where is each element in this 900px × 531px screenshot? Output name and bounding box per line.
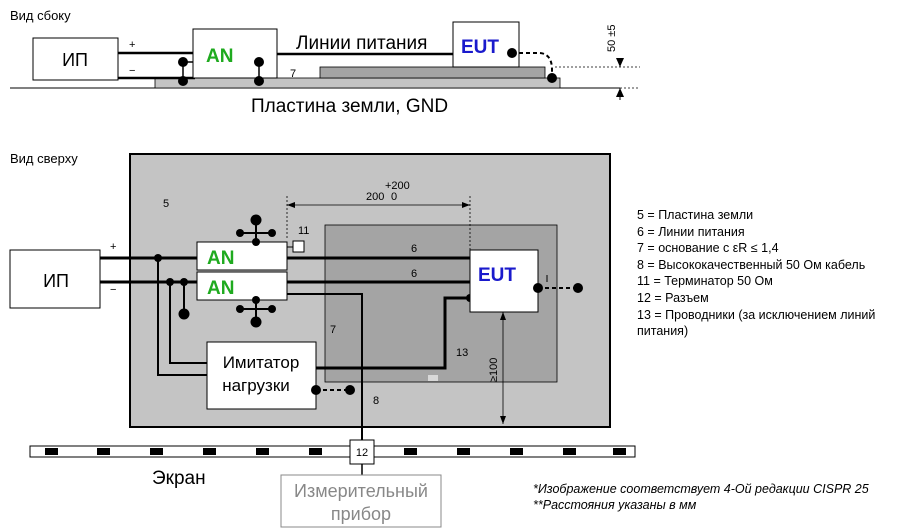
top-plus-sign: + [110,241,116,253]
top-eut-box [469,249,539,313]
top-screen-wall [29,445,636,458]
legend: 5 = Пластина земли 6 = Линии питания 7 =… [637,207,897,340]
top-label-6a: 6 [411,243,417,255]
side-dim-arrow [616,58,624,67]
top-an-node [268,305,276,313]
side-minus-sign: − [129,65,135,77]
side-eut-bond-wire [512,52,553,78]
top-an-box-lower [196,271,288,301]
legend-item: 12 = Разъем [637,290,709,305]
side-an-box [192,28,278,79]
top-label-11: 11 [298,225,309,237]
top-junction-node [154,254,162,262]
top-load-simulator-line2: нагрузки [222,376,290,395]
top-junction-node [180,278,188,286]
footnote: **Расстояния указаны в мм [533,498,697,512]
top-dim-arrow [500,416,506,424]
top-label-13: 13 [456,347,468,359]
legend-item: 13 = Проводники (за исключением линий [637,307,876,322]
top-dim-arrow [287,202,295,208]
top-ground-node [178,308,190,320]
side-view-title: Вид сбоку [10,8,71,23]
legend-item: 5 = Пластина земли [637,208,754,222]
top-instrument-box [280,474,442,528]
top-dim-plus200: +200 [385,180,410,192]
top-label-12: 12 [356,447,368,459]
top-junction-node [166,278,174,286]
legend-item: питания) [637,324,689,339]
side-label-7: 7 [290,68,296,80]
top-dim-arrow [500,312,506,320]
top-an-node [236,229,244,237]
side-an-node [178,76,188,86]
footnotes: *Изображение соответствует 4-Ой редакции… [533,481,869,513]
side-ground-plate-label: Пластина земли, GND [251,96,448,117]
top-terminator-50-ohm [292,240,305,253]
legend-item: 6 = Линии питания [637,224,745,239]
top-an-node [252,296,260,304]
side-an-label: AN [206,46,233,67]
legend-item: 7 = основание с εR ≤ 1,4 [637,241,779,256]
top-eut-label: EUT [478,265,516,286]
top-dim-0: 0 [391,191,397,203]
top-load-wire [169,282,207,364]
legend-item: 8 = Высококачественный 50 Ом кабель [637,257,866,272]
top-label-8: 8 [373,395,379,407]
top-label-5: 5 [163,198,169,210]
top-dielectric-notch [428,375,438,381]
side-power-lines-label: Линии питания [296,33,427,54]
top-load-node [311,385,321,395]
side-an-node [254,57,264,67]
top-eut-ground-node [573,283,583,293]
top-signal-conductor [316,296,470,370]
top-instrument-line1: Измерительный [294,481,428,501]
top-an-node [268,229,276,237]
top-an-label-upper: AN [207,248,234,269]
side-eut-ground-node [547,73,557,83]
side-eut-label: EUT [461,37,499,58]
top-dim-arrow [462,202,470,208]
top-an-label-lower: AN [207,278,234,299]
side-ground-plate [154,77,561,89]
top-load-simulator-line1: Имитатор [223,353,300,372]
top-dim-200: 200 [366,191,384,203]
top-view-title: Вид сверху [10,151,78,166]
top-an-ground-node [250,316,262,328]
top-an-ground-node [250,214,262,226]
side-dim-label: 50 ±5 [606,25,618,52]
footnote: *Изображение соответствует 4-Ой редакции… [533,482,869,496]
top-label-7: 7 [330,324,336,336]
top-psu-label: ИП [43,271,69,291]
top-screen-hatches [45,448,626,455]
side-eut-node [507,48,517,58]
side-eut-box [452,21,520,68]
top-screen-label: Экран [152,468,206,489]
top-an-box-upper [196,241,288,271]
top-coax-cable [287,293,363,440]
top-dim-100: ≥100 [488,358,500,382]
top-load-ground-node [345,385,355,395]
top-instrument-line2: прибор [331,504,391,524]
side-psu-box [32,37,119,81]
side-plus-sign: + [129,39,135,51]
top-load-simulator-box [206,341,317,410]
top-label-6b: 6 [411,268,417,280]
side-dim-arrow [616,88,624,97]
legend-item: 11 = Терминатор 50 Ом [637,274,773,289]
top-an-node [236,305,244,313]
side-dielectric-support [319,66,546,79]
side-an-node [254,76,264,86]
side-an-node [178,57,188,67]
top-psu-box [9,249,101,309]
side-psu-label: ИП [62,50,88,70]
top-eut-node [533,283,543,293]
top-an-node [252,238,260,246]
top-minus-sign: − [110,284,116,296]
